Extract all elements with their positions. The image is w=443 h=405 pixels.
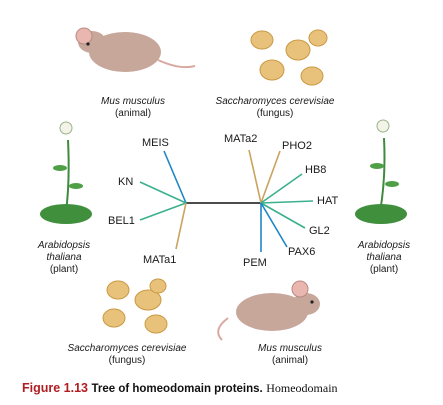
figure-title: Tree of homeodomain proteins. — [91, 383, 263, 395]
branch-mata1 — [175, 202, 187, 250]
organism-name: Saccharomyces cerevisiae — [67, 343, 187, 354]
leaf-label-pax6: PAX6 — [288, 246, 316, 258]
organism-kind: (fungus) — [256, 108, 294, 119]
organism-name: Mus musculus — [101, 96, 165, 107]
leaf-label-bel1: BEL1 — [108, 215, 135, 227]
organism-name: Arabidopsis — [37, 240, 91, 251]
figure-label: Figure 1.13 — [22, 381, 88, 395]
organism-kind: (animal) — [271, 355, 309, 366]
yeast-illustration-bottom — [102, 278, 168, 334]
organism-caption-yeast-bottom: Saccharomyces cerevisiae (fungus) — [52, 343, 202, 367]
figure-caption-text: Homeodomain — [266, 381, 338, 395]
mouse-illustration-top — [75, 27, 196, 72]
leaf-label-kn: KN — [118, 176, 134, 188]
leaf-label-hat: HAT — [317, 195, 339, 207]
branch-mata2 — [248, 149, 262, 204]
organism-caption-mouse-top: Mus musculus (animal) — [78, 96, 188, 120]
mouse-illustration-bottom — [217, 280, 320, 341]
leaf-label-mata2: MATa2 — [224, 133, 258, 145]
leaf-label-pem: PEM — [243, 257, 267, 269]
branch-meis — [163, 150, 187, 204]
organism-caption-yeast-top: Saccharomyces cerevisiae (fungus) — [200, 96, 350, 120]
branch-pax6 — [260, 202, 288, 248]
branch-kn — [139, 181, 187, 204]
branch-hb8 — [260, 173, 303, 204]
leaf-label-gl2: GL2 — [309, 225, 330, 237]
branch-gl2 — [260, 202, 306, 229]
organism-kind: (plant) — [49, 264, 79, 275]
branch-hat — [260, 200, 314, 204]
organism-name: thaliana — [46, 252, 82, 263]
plant-illustration-left — [40, 121, 92, 224]
organism-kind: (fungus) — [108, 355, 146, 366]
leaf-label-pho2: PHO2 — [282, 140, 312, 152]
organism-name: Arabidopsis — [357, 240, 411, 251]
organism-caption-plant-right: Arabidopsis thaliana (plant) — [344, 240, 424, 276]
leaf-label-meis: MEIS — [142, 137, 169, 149]
figure-caption: Figure 1.13 Tree of homeodomain proteins… — [22, 381, 338, 396]
organism-name: thaliana — [366, 252, 402, 263]
organism-name: Mus musculus — [258, 343, 322, 354]
branch-bel1 — [139, 202, 187, 221]
yeast-illustration-top — [250, 29, 328, 86]
organism-kind: (plant) — [369, 264, 399, 275]
leaf-label-mata1: MATa1 — [143, 254, 177, 266]
organism-caption-plant-left: Arabidopsis thaliana (plant) — [24, 240, 104, 276]
organism-caption-mouse-bottom: Mus musculus (animal) — [235, 343, 345, 367]
organism-name: Saccharomyces cerevisiae — [215, 96, 335, 107]
leaf-label-hb8: HB8 — [305, 164, 327, 176]
organism-kind: (animal) — [114, 108, 152, 119]
plant-illustration-right — [355, 119, 407, 224]
branch-pho2 — [260, 150, 281, 204]
